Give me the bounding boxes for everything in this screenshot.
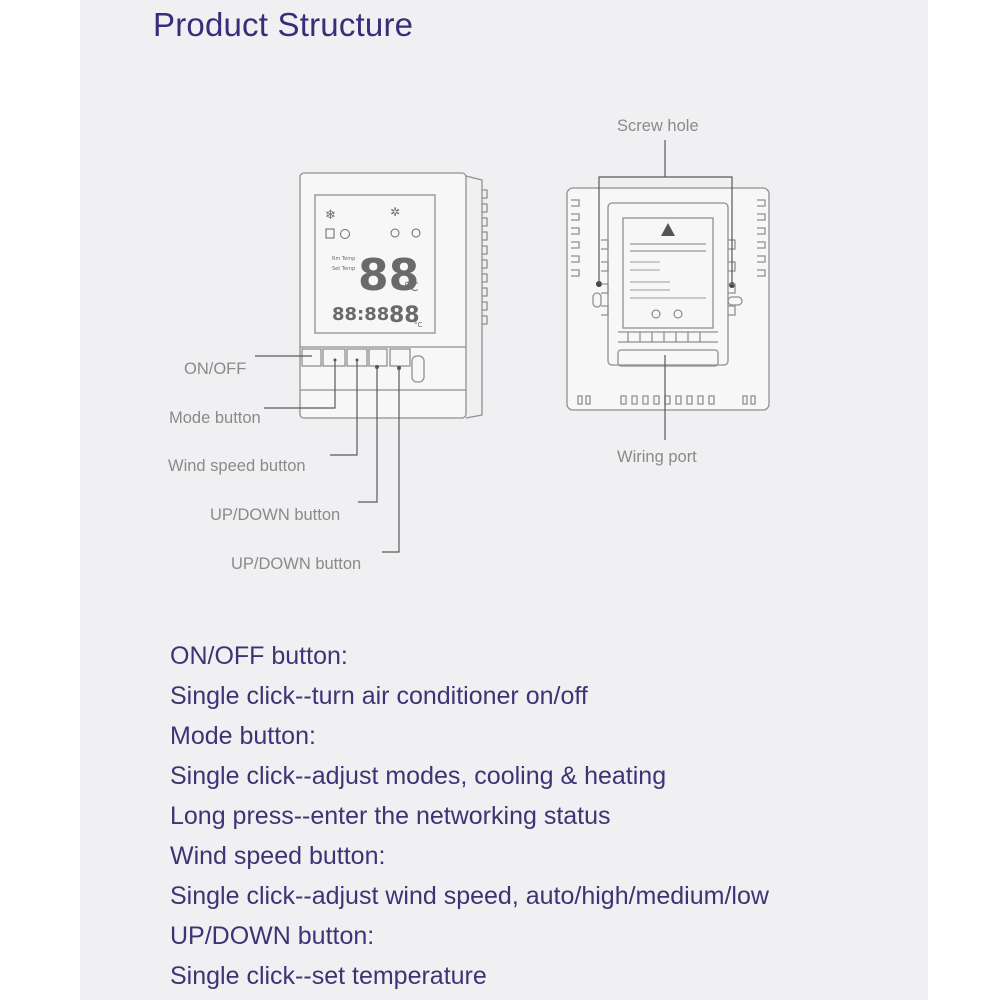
lcd-big-digits: 88: [358, 250, 419, 301]
mode-button-label: Mode button: [169, 409, 261, 427]
description-line: UP/DOWN button:: [170, 922, 375, 950]
wiring-port-recess: [617, 349, 719, 367]
lcd-small-unit: °C: [414, 321, 423, 329]
description-line: Long press--enter the networking status: [170, 802, 611, 830]
back-callout-lines: [598, 140, 733, 440]
lcd-unit: °C: [404, 280, 418, 294]
description-line: ON/OFF button:: [170, 642, 348, 670]
side-knob: [411, 355, 425, 383]
description-line: Wind speed button:: [170, 842, 386, 870]
up-down-button-label-2: UP/DOWN button: [231, 555, 362, 573]
lcd-small-digits: 88: [389, 303, 420, 328]
timer-icon: [390, 228, 400, 238]
page-title: Product Structure: [153, 6, 414, 43]
sun-icon: [340, 229, 350, 239]
lcd-screen: [314, 194, 436, 334]
front-callout-lines: [255, 355, 400, 553]
wiring-port-label: Wiring port: [617, 448, 697, 466]
description-line: Mode button:: [170, 722, 316, 750]
description-line: Single click--turn air conditioner on/of…: [170, 682, 588, 710]
screw-hole-left: [592, 292, 602, 308]
description-line: Single click--adjust modes, cooling & he…: [170, 762, 667, 790]
thermostat-back-view: [566, 187, 770, 411]
back-casing: [566, 187, 770, 411]
up-down-button-label-1: UP/DOWN button: [210, 506, 341, 524]
on-off-label: ON/OFF: [184, 360, 247, 378]
thermostat-front-view: ❄ ✲ Rm Temp Set Temp 88 °C 88:88 88 °C: [299, 172, 488, 419]
description-line: Single click--set temperature: [170, 962, 487, 990]
snowflake-icon: ❄: [325, 208, 336, 223]
lcd-room-temp-label: Rm Temp: [332, 256, 355, 262]
label-area: [622, 217, 714, 329]
screw-hole-label: Screw hole: [617, 117, 699, 135]
lock-icon: [325, 228, 335, 239]
button-description-list: ON/OFF button: Single click--turn air co…: [170, 636, 769, 996]
fan-icon: ✲: [390, 205, 400, 219]
wind-speed-button-label: Wind speed button: [168, 457, 306, 475]
lcd-set-temp-label: Set Temp: [332, 266, 355, 272]
down-button[interactable]: [389, 348, 411, 367]
description-line: Single click--adjust wind speed, auto/hi…: [170, 882, 769, 910]
lcd-clock: 88:88: [332, 304, 389, 325]
on-off-button[interactable]: [301, 348, 322, 367]
content-panel: [80, 0, 928, 1000]
up-button[interactable]: [368, 348, 388, 367]
wifi-icon: [411, 228, 421, 238]
warning-icon: [661, 223, 675, 236]
mode-button[interactable]: [322, 348, 346, 367]
